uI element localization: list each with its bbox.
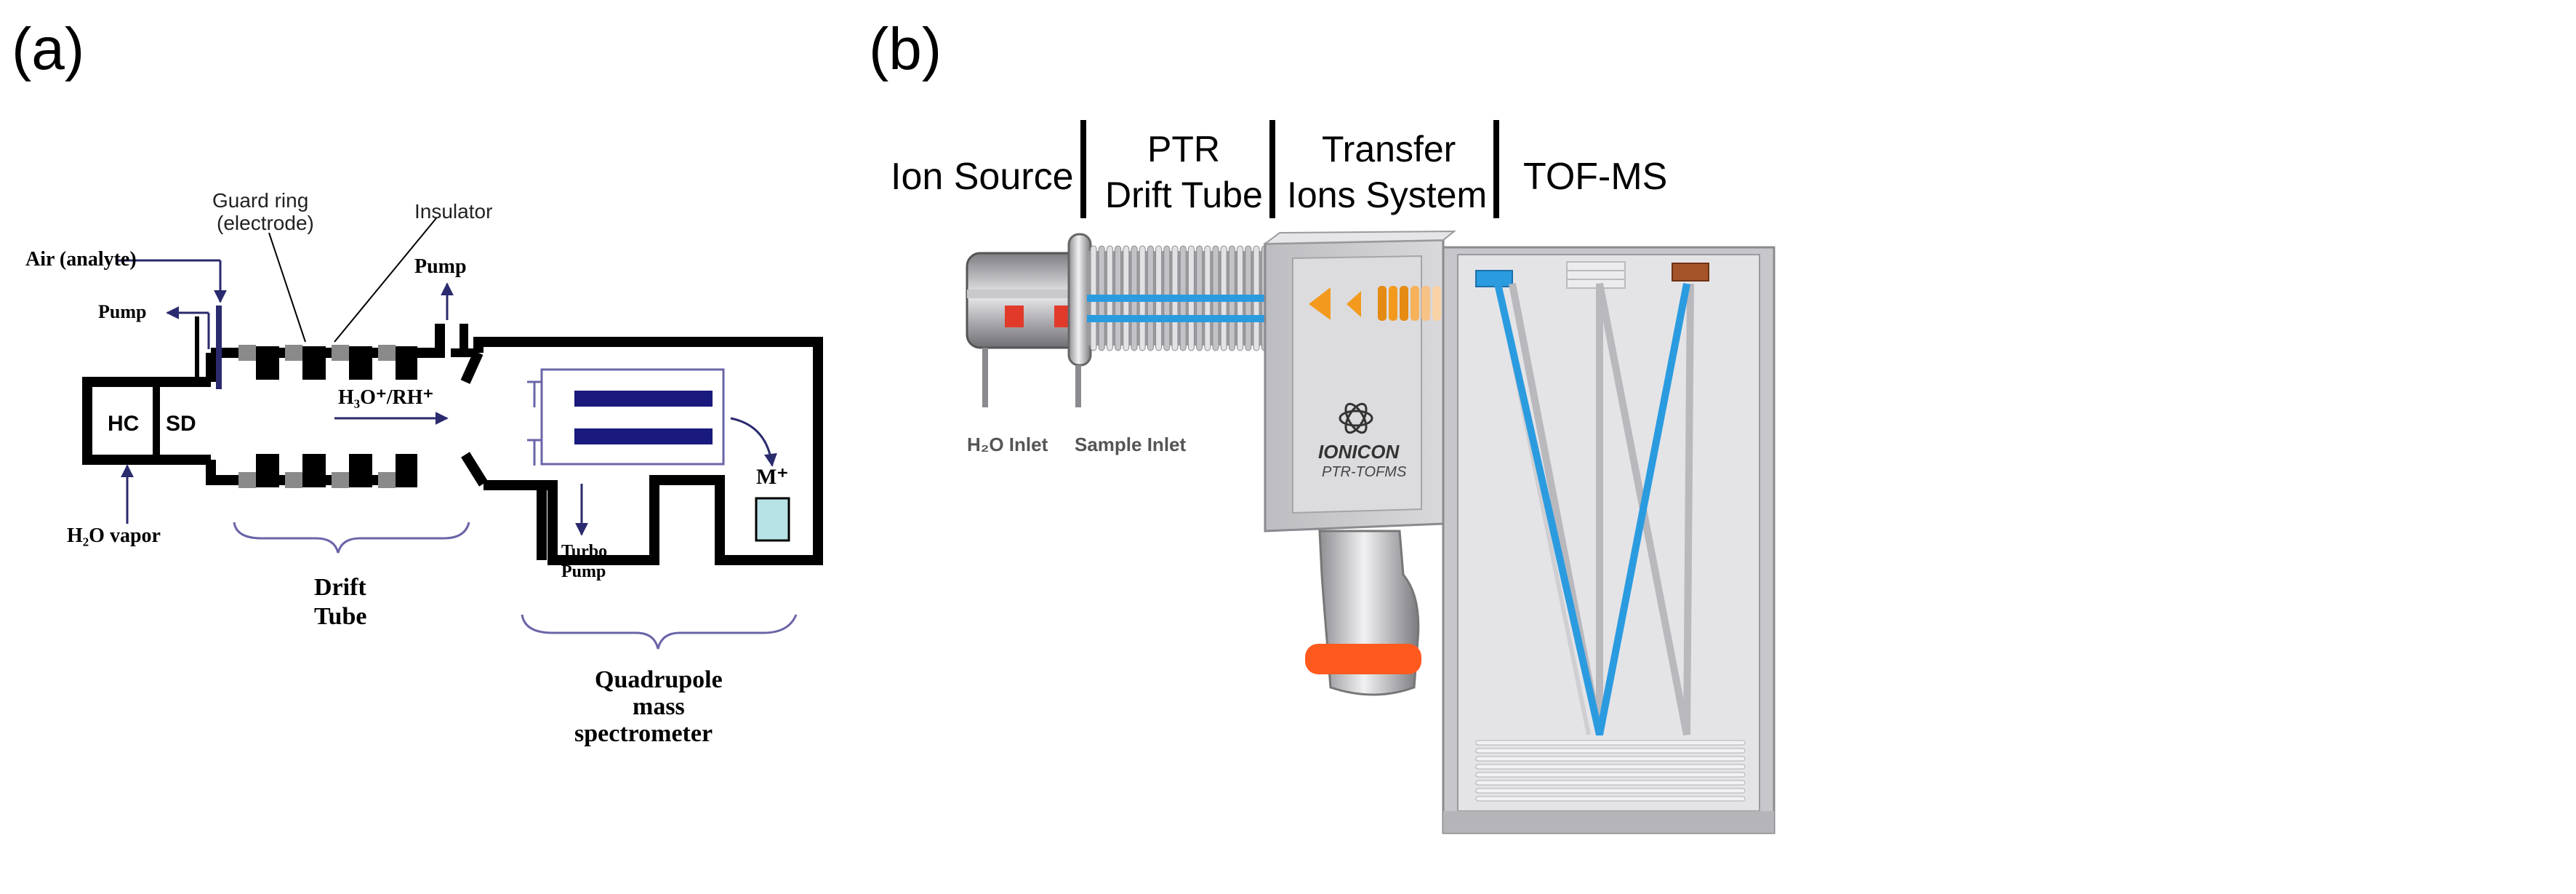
- tof-chamber: [1442, 246, 1775, 834]
- ion-lens-cone: [1309, 287, 1331, 320]
- ionicon-logo-text: IONICON: [1318, 441, 1400, 463]
- quadrupole-box: [540, 368, 725, 466]
- turbo-pump-label: Turbo: [561, 542, 607, 561]
- drift-tube-schematic: [82, 217, 823, 650]
- panel-a-label: (a): [12, 16, 84, 82]
- ionicon-logo: IONICON PTR-TOFMS: [1318, 402, 1407, 480]
- quadrupole-housing: [473, 337, 823, 565]
- guard-ring-sublabel: (electrode): [217, 212, 314, 234]
- drift-tube-bottom-wall: [211, 454, 417, 488]
- quadrupole-rod-lower: [574, 428, 713, 444]
- reflectron-plate: [1475, 740, 1746, 746]
- detector: [755, 497, 790, 542]
- tof-ms-label: TOF-MS: [1523, 156, 1667, 198]
- reflectron-plate: [1475, 756, 1746, 762]
- ion-beam-path: [1494, 282, 1690, 736]
- drift-tube-top-wall: [211, 345, 417, 380]
- mcp-detector: [1672, 263, 1709, 282]
- mass-label: mass: [633, 693, 685, 720]
- reflectron-plate: [1475, 780, 1746, 786]
- quadrupole-label: Quadrupole: [595, 666, 723, 693]
- drift-tube-sublabel: Tube: [314, 603, 366, 630]
- sampling-cone: [460, 351, 488, 487]
- transfer-box: IONICON PTR-TOFMS: [1262, 230, 1456, 532]
- pump-top-label: Pump: [414, 255, 467, 278]
- air-analyte-label: Air (analyte): [25, 248, 137, 271]
- turbo-pump-sublabel: Pump: [561, 562, 606, 581]
- flight-path-gray: [1509, 283, 1694, 735]
- turbo-pump-band: [1305, 644, 1421, 674]
- guard-ring-label: Guard ring: [212, 189, 308, 212]
- ions-system-label: Ions System: [1287, 175, 1487, 215]
- turbo-pump: [1305, 530, 1421, 696]
- ion-lens-stack: [1378, 286, 1441, 321]
- quadrupole-brace: [521, 614, 798, 650]
- ptr-label: PTR: [1147, 129, 1220, 169]
- source-housing: [82, 377, 211, 465]
- ion-lens-cone: [1347, 291, 1361, 317]
- m-plus-label: M⁺: [756, 465, 788, 489]
- insulator-label: Insulator: [414, 200, 492, 223]
- ion-source-body: [966, 252, 1085, 407]
- drift-tube-label: Drift: [314, 574, 366, 601]
- sd-label: SD: [166, 412, 196, 436]
- spectrometer-label: spectrometer: [574, 720, 713, 747]
- h2o-inlet-label: H₂O Inlet: [967, 434, 1048, 455]
- to-detector-arrow: [730, 417, 777, 467]
- quadrupole-rod-upper: [574, 391, 713, 407]
- ptr-tofms-logo-text: PTR-TOFMS: [1322, 464, 1407, 480]
- ion-extractor: [1475, 270, 1513, 287]
- ions-label: H₃O⁺/RH⁺: [338, 386, 433, 409]
- h2o-vapor-label: H₂O vapor: [67, 524, 161, 547]
- panel-b-label: (b): [869, 16, 942, 82]
- pump-left-label: Pump: [98, 301, 146, 322]
- reflectron-plate: [1475, 748, 1746, 754]
- ptr-drift-tube: [1087, 245, 1309, 351]
- drift-tube-brace: [233, 522, 470, 554]
- reflectron-plate: [1475, 764, 1746, 770]
- hc-label: HC: [108, 412, 139, 436]
- reflectron-plate: [1475, 796, 1746, 802]
- drift-pump-port: [411, 324, 445, 358]
- reflectron-grid: [1475, 740, 1746, 802]
- sample-inlet-label: Sample Inlet: [1075, 434, 1186, 455]
- drift-tube-label-b: Drift Tube: [1105, 175, 1263, 215]
- reflectron-plate: [1475, 772, 1746, 778]
- section-header: Ion Source PTR Drift Tube Transfer Ions …: [891, 120, 1667, 218]
- transfer-label: Transfer: [1322, 129, 1456, 169]
- reflectron-plate: [1475, 788, 1746, 794]
- ion-source-label: Ion Source: [891, 156, 1074, 198]
